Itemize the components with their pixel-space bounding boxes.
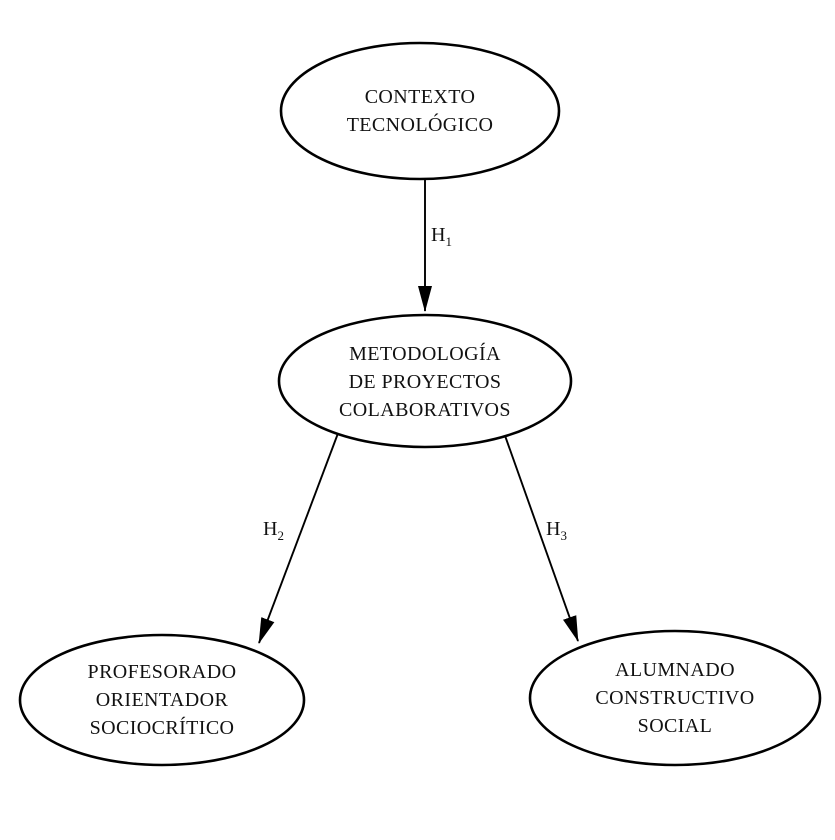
arrow-h3-label-base: H	[546, 518, 561, 540]
arrow-h3-line	[502, 429, 579, 642]
arrow-h3-label-subscript: 3	[560, 528, 567, 543]
arrow-h1-label-base: H	[431, 224, 446, 246]
node-ellipse-metodologia	[277, 313, 573, 449]
node-label-contexto: CONTEXTO TECNOLÓGICO	[346, 86, 494, 136]
node-ellipse-alumnado	[528, 629, 822, 767]
arrow-h2-label-base: H	[263, 518, 278, 540]
node-label-profesorado: PROFESORADO ORIENTADOR SOCIOCRÍTICO	[87, 661, 237, 739]
node-label-alumnado: ALUMNADO CONSTRUCTIVO SOCIAL	[595, 659, 755, 737]
arrow-h3-label: H3	[546, 518, 567, 543]
node-ellipse-contexto	[279, 41, 561, 181]
node-ellipse-profesorado	[18, 633, 306, 767]
node-label-metodologia: METODOLOGÍA DE PROYECTOS COLABORATIVOS	[339, 343, 511, 421]
arrow-h2-label-subscript: 2	[277, 528, 284, 543]
arrow-h2-label: H2	[263, 518, 284, 543]
arrow-h1-label-subscript: 1	[445, 234, 452, 249]
arrow-h1-label: H1	[431, 224, 452, 249]
arrow-h2-line	[258, 427, 341, 644]
